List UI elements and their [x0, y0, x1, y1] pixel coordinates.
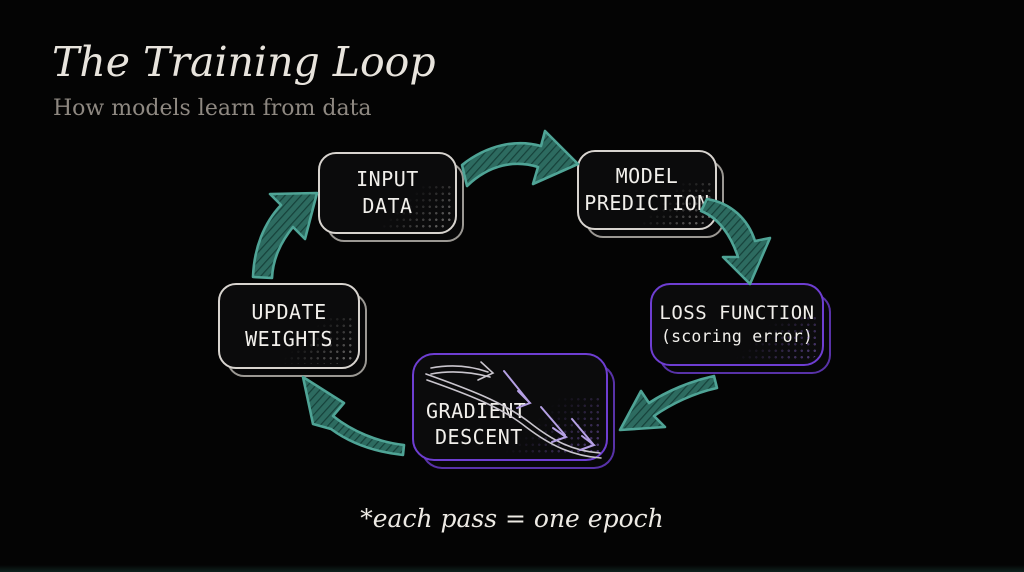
node-label-line: LOSS FUNCTION: [659, 301, 815, 324]
node-gradient-descent: GRADIENT DESCENT: [412, 353, 608, 461]
node-label-line: GRADIENT: [426, 398, 527, 423]
bottom-edge-glow: [0, 565, 1024, 572]
node-label-line: INPUT: [356, 167, 419, 192]
node-loss-function: LOSS FUNCTION (scoring error): [650, 283, 824, 366]
node-label-line: DESCENT: [435, 425, 523, 450]
node-model-prediction: MODEL PREDICTION: [577, 150, 717, 230]
node-input-data: INPUT DATA: [318, 152, 457, 234]
arrow-input-to-prediction: [460, 129, 580, 188]
arrow-loss-to-gradient: [618, 374, 719, 432]
arrow-gradient-to-update: [301, 375, 406, 457]
arrow-update-to-input: [251, 191, 319, 280]
node-label-line: (scoring error): [660, 327, 813, 347]
slide-title: The Training Loop: [52, 38, 436, 86]
node-label-line: UPDATE: [251, 300, 327, 325]
slide-subtitle: How models learn from data: [53, 96, 372, 121]
node-update-weights: UPDATE WEIGHTS: [218, 283, 360, 369]
node-label-line: DATA: [362, 194, 413, 218]
node-label-line: MODEL: [615, 164, 679, 189]
epoch-footnote: *each pass = one epoch: [360, 504, 664, 533]
node-label-line: PREDICTION: [584, 191, 710, 215]
node-label-line: WEIGHTS: [245, 327, 333, 351]
